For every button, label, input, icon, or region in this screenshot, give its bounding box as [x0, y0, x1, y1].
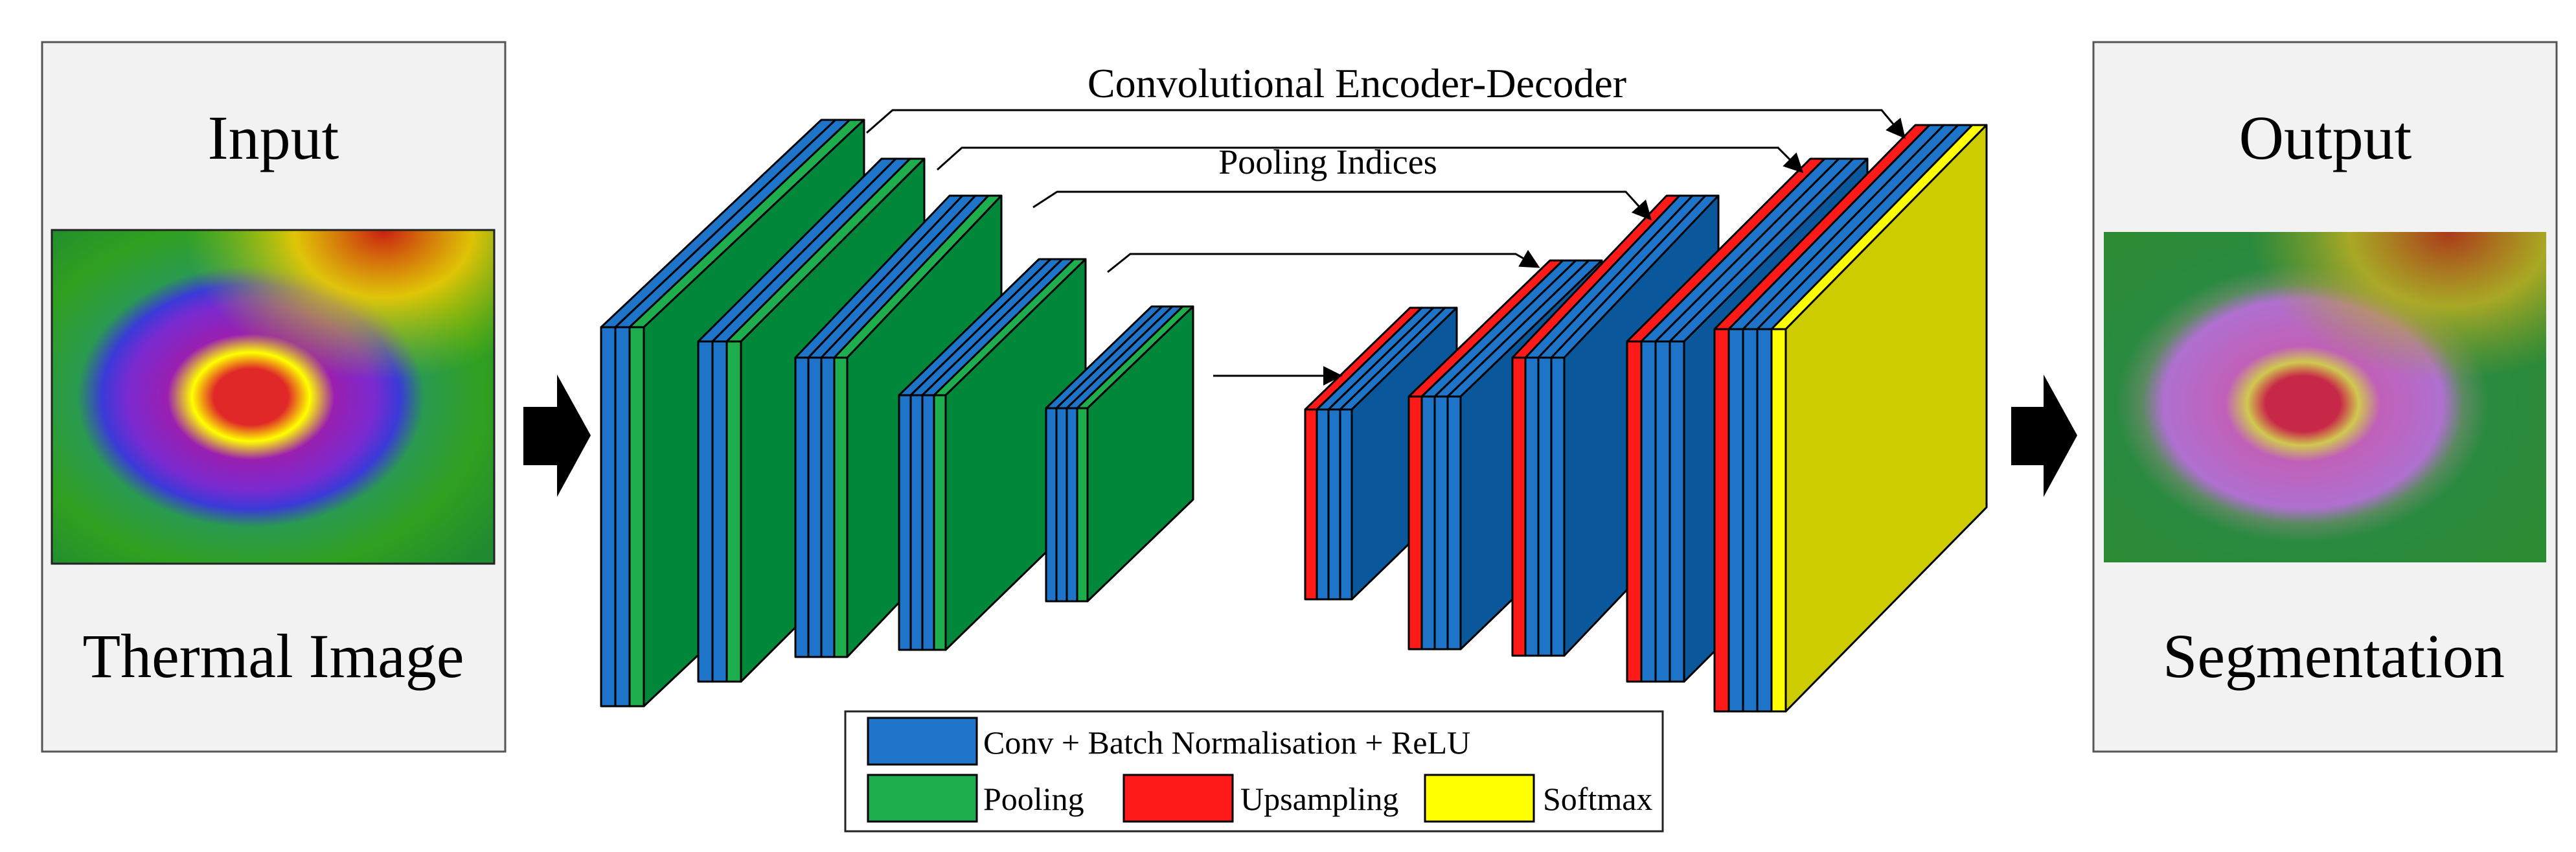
layer-front-face — [1713, 328, 1730, 713]
output-panel: Output Segmentation — [2092, 41, 2558, 753]
pooling-layer — [933, 258, 1087, 651]
legend-swatch — [867, 774, 978, 823]
layer-front-face — [933, 394, 947, 651]
layer-front-face — [807, 356, 823, 658]
thermal-image — [51, 229, 496, 565]
layer-front-face — [1076, 407, 1089, 603]
legend-label: Softmax — [1543, 781, 1652, 817]
layer-front-face — [1446, 395, 1462, 651]
right-arrow-icon — [2011, 374, 2077, 497]
layer-front-face — [921, 394, 935, 651]
pooling-layer — [1076, 305, 1194, 603]
layer-front-face — [833, 356, 849, 658]
legend-label: Upsampling — [1240, 781, 1398, 817]
layer-front-face — [1045, 407, 1058, 603]
layer-front-face — [1770, 328, 1787, 713]
skip-connection — [1032, 190, 1652, 221]
legend-swatch — [1424, 774, 1535, 823]
legend-item-pooling: Pooling — [867, 774, 1084, 823]
layer-front-face — [1316, 408, 1330, 601]
legend-swatch — [1123, 774, 1234, 823]
skip-connection — [866, 109, 1906, 139]
segmentation-image — [2104, 232, 2546, 562]
layer-front-face — [1066, 407, 1078, 603]
legend-label: Pooling — [983, 781, 1084, 817]
layer-front-face — [628, 326, 645, 708]
legend-item-conv: Conv + Batch Normalisation + ReLU — [867, 717, 1470, 766]
pooling-indices-label: Pooling Indices — [1218, 143, 1437, 181]
legend-label: Conv + Batch Normalisation + ReLU — [983, 724, 1470, 761]
pooling-index-connections — [866, 109, 1906, 386]
layer-front-face — [898, 394, 912, 651]
layer-front-face — [1524, 356, 1540, 657]
layer-front-face — [1742, 328, 1759, 713]
layer-front-face — [1550, 356, 1566, 657]
input-caption: Thermal Image — [82, 621, 464, 691]
layer-front-face — [1537, 356, 1553, 657]
layer-front-face — [1756, 328, 1773, 713]
layer-front-face — [1626, 340, 1643, 683]
network-layers — [600, 119, 1988, 713]
layer-front-face — [1420, 395, 1436, 651]
layer-front-face — [1304, 408, 1318, 601]
legend: Conv + Batch Normalisation + ReLU Poolin… — [844, 710, 1664, 833]
diagram-title: Convolutional Encoder-Decoder — [1088, 60, 1626, 106]
layer-front-face — [614, 326, 631, 708]
legend-item-softmax: Softmax — [1424, 774, 1652, 823]
layer-front-face — [711, 340, 728, 683]
layer-front-face — [697, 340, 714, 683]
right-arrow-icon — [523, 374, 591, 497]
layer-front-face — [1055, 407, 1068, 603]
layer-front-face — [820, 356, 836, 658]
legend-item-upsampling: Upsampling — [1123, 774, 1398, 823]
layer-front-face — [1327, 408, 1341, 601]
skip-connection — [936, 146, 1804, 174]
output-title: Output — [2239, 103, 2412, 172]
layer-front-face — [725, 340, 742, 683]
output-caption: Segmentation — [2163, 621, 2505, 691]
layer-front-face — [909, 394, 924, 651]
layer-front-face — [1654, 340, 1671, 683]
layer-front-face — [1433, 395, 1449, 651]
layer-front-face — [1511, 356, 1527, 657]
layer-front-face — [1727, 328, 1744, 713]
softmax-layer — [1770, 124, 1988, 713]
layer-front-face — [1339, 408, 1353, 601]
legend-swatch — [867, 717, 978, 766]
skip-connection — [1107, 249, 1540, 273]
input-panel: Input Thermal Image — [41, 41, 507, 753]
layer-front-face — [794, 356, 810, 658]
layer-front-face — [600, 326, 617, 708]
layer-front-face — [1640, 340, 1657, 683]
layer-front-face — [1669, 340, 1685, 683]
layer-front-face — [1408, 395, 1423, 651]
input-title: Input — [208, 103, 339, 172]
